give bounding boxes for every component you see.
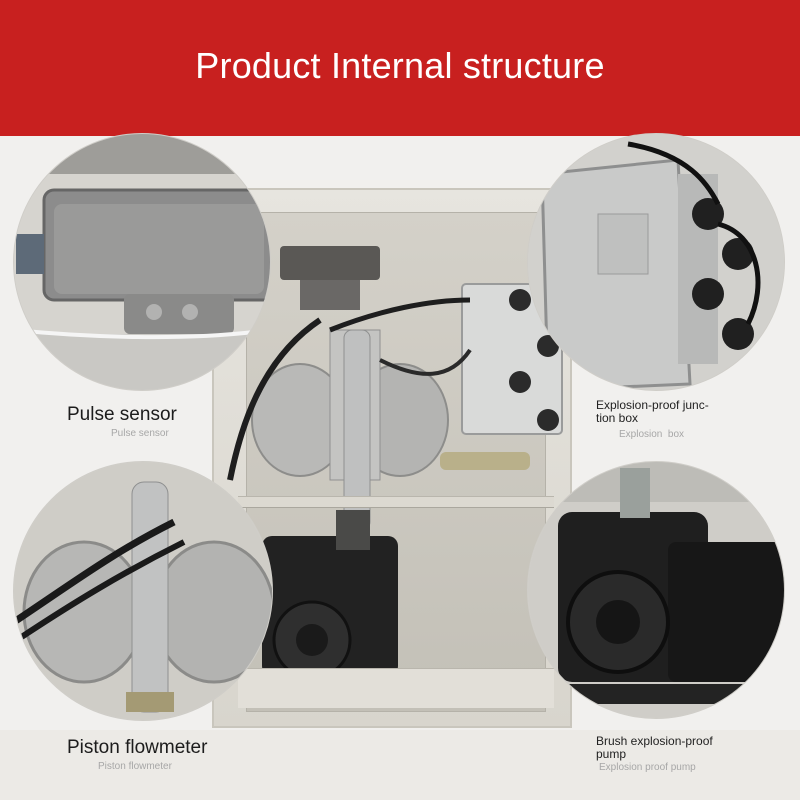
pump-label: Brush explosion-proof pump [596, 734, 713, 761]
pump-photo [528, 462, 784, 718]
piston-flowmeter-sublabel: Piston flowmeter [98, 761, 172, 772]
page-title: Product Internal structure [195, 45, 605, 86]
junction-box-sublabel: Explosion box [619, 429, 685, 440]
pump-sublabel: Explosion proof pump [599, 762, 696, 773]
pulse-sensor-photo [14, 134, 270, 390]
title-banner: Product Internal structure [0, 0, 800, 136]
junction-box-photo [528, 134, 784, 390]
piston-flowmeter-photo [14, 462, 272, 720]
meter-cover-shape [280, 246, 380, 280]
piston-flowmeter-label: Piston flowmeter [67, 737, 208, 758]
pulse-sensor-label: Pulse sensor [67, 404, 177, 425]
cabinet-shelf [238, 496, 554, 508]
cabinet-floor [238, 668, 554, 708]
junction-box-label: Explosion-proof junc- tion box [596, 398, 709, 425]
floor-background [0, 730, 800, 800]
pulse-sensor-sublabel: Pulse sensor [111, 428, 169, 439]
